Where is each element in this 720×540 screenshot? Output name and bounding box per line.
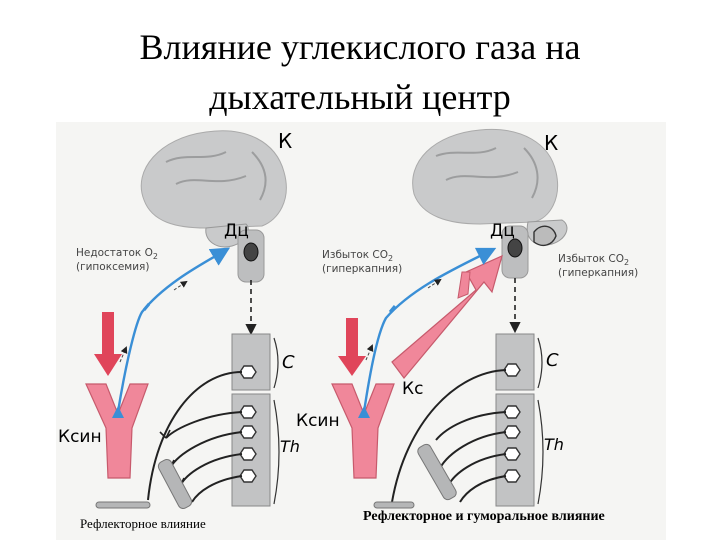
left-hypoxia-label-2: (гипоксемия) [76,261,149,273]
right-co2-label-right-2: (гиперкапния) [558,267,638,279]
right-nerve-tick [390,306,395,312]
right-center-label: Дц [490,221,515,241]
right-hypercapnia-red-arrow [338,318,366,376]
subscript: 2 [388,254,393,263]
right-respiratory-center-node [508,239,522,257]
right-vessel-branch [458,272,470,298]
title-line-1: Влияние углекислого газа на [0,22,720,72]
right-cervical-label: C [546,350,559,371]
left-cortex-label: К [278,129,292,153]
left-thoracic-label: Th [280,437,300,456]
right-carotid-vessel [332,384,394,478]
right-co2-label-right-1: Избыток СО2 [558,253,629,267]
right-co2-label-left-2: (гиперкапния) [322,263,402,275]
left-spinal-column [232,334,279,506]
subscript: 2 [153,252,158,261]
left-motor-nerves [148,372,242,502]
right-thoracic-label: Th [544,435,564,454]
title-line-2: дыхательный центр [0,72,720,122]
right-aorta-label: Кс [402,379,423,399]
left-center-label: Дц [224,221,249,241]
left-hypoxia-red-arrow [94,312,122,376]
left-sinus-label: Ксин [58,427,102,447]
right-panel: К Дц Избыток СО2 (гиперкапния) Избыток С… [296,129,638,508]
left-respiratory-center-node [244,243,258,261]
left-impulse-arrow-1 [174,282,186,290]
right-spinal-column [496,334,543,506]
diagram-svg: К Дц Недостаток О2 (гипоксемия) C Th [56,122,666,540]
caption-reflex: Рефлекторное влияние [80,516,206,532]
right-impulse-arrow-2 [366,346,372,360]
subscript: 2 [624,258,629,267]
left-nerve-tick [144,304,149,310]
left-panel: К Дц Недостаток О2 (гипоксемия) C Th [58,129,300,510]
right-ribs [374,443,458,508]
diagram-figure: К Дц Недостаток О2 (гипоксемия) C Th [56,122,666,540]
right-cortex-label: К [544,131,558,155]
right-sinus-label: Ксин [296,411,340,431]
caption-reflex-humoral: Рефлекторное и гуморальное влияние [363,509,605,525]
left-hypoxia-label-1: Недостаток О2 [76,247,158,261]
left-cervical-label: C [282,352,295,373]
right-co2-label-left-1: Избыток СО2 [322,249,393,263]
slide-title: Влияние углекислого газа на дыхательный … [0,22,720,122]
